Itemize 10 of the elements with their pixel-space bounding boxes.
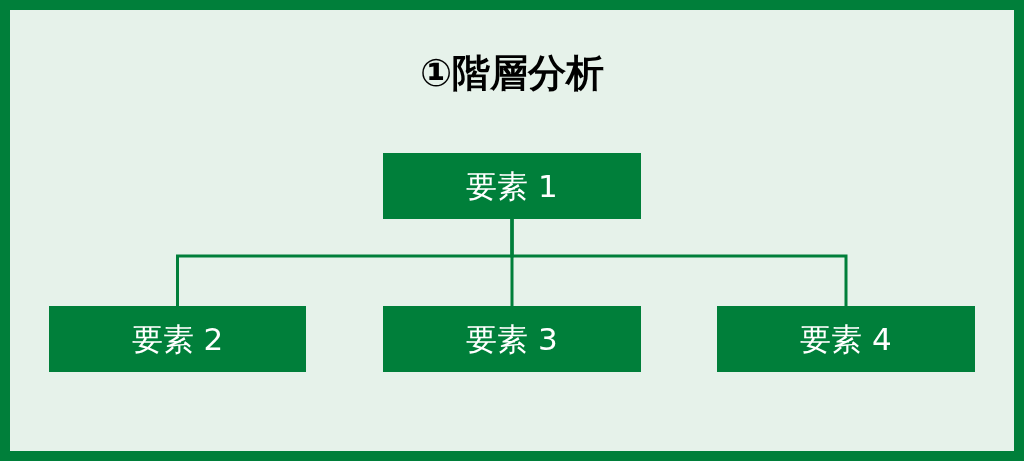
element-box bbox=[49, 306, 306, 372]
element-label: 要素 1 bbox=[466, 167, 558, 206]
element-box bbox=[383, 306, 641, 372]
element-box bbox=[383, 153, 641, 219]
element-label: 要素 3 bbox=[466, 320, 558, 359]
element-box bbox=[717, 306, 975, 372]
element-label: 要素 2 bbox=[131, 320, 224, 359]
diagram-title: ①階層分析 bbox=[419, 50, 605, 97]
element-label: 要素 4 bbox=[800, 320, 892, 359]
connector-line bbox=[510, 219, 848, 306]
